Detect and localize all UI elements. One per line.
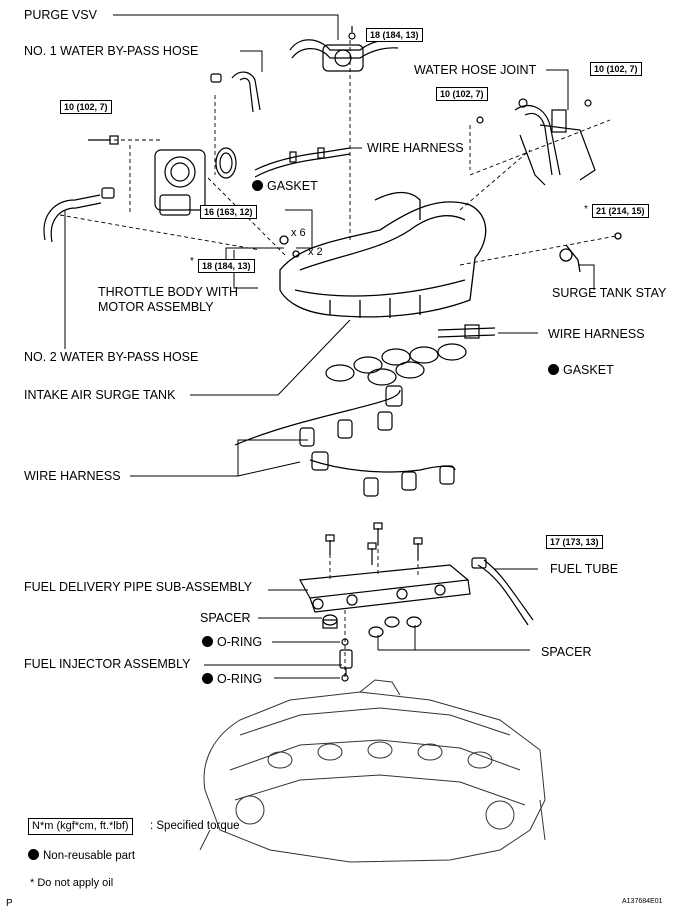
spacers-injector-part [322, 614, 422, 682]
fuel-delivery-pipe-part [299, 522, 471, 613]
legend-torque-unit-box: N*m (kgf*cm, ft.*lbf) [28, 818, 133, 835]
label-gasket-throttle: GASKET [252, 179, 318, 193]
label-o-ring-2: O-RING [202, 672, 262, 686]
no1-water-bypass-hose-part [210, 71, 261, 113]
water-hose-joint-part [476, 98, 596, 186]
throttle-body-part [88, 135, 237, 216]
label-fuel-injector-assembly: FUEL INJECTOR ASSEMBLY [24, 657, 191, 671]
label-water-hose-joint: WATER HOSE JOINT [414, 63, 537, 77]
purge-vsv-part [289, 26, 399, 72]
label-spacer-2: SPACER [541, 645, 592, 659]
wire-harness-upper-part [254, 147, 351, 178]
torque-surge-tank-bolt: 16 (163, 12) [200, 205, 257, 219]
wire-harness-injector-part [234, 385, 456, 497]
leader-lines [64, 14, 595, 679]
label-o-ring-2-text: O-RING [217, 672, 263, 686]
label-gasket-intake: GASKET [548, 363, 614, 377]
figure-id: A137684E01 [622, 898, 663, 905]
legend-no-oil: * Do not apply oil [30, 877, 114, 889]
label-wire-harness-upper: WIRE HARNESS [367, 141, 464, 155]
no-oil-star-mark: * [190, 256, 194, 267]
legend-nonreusable: Non-reusable part [28, 849, 135, 863]
nonreusable-dot-icon [252, 180, 263, 191]
label-intake-air-surge-tank: INTAKE AIR SURGE TANK [24, 388, 176, 402]
label-spacer-1: SPACER [200, 611, 251, 625]
label-throttle-body-line1: THROTTLE BODY WITH [98, 285, 239, 299]
label-wire-harness-lower: WIRE HARNESS [24, 469, 121, 483]
label-purge-vsv: PURGE VSV [24, 8, 97, 22]
legend-torque-desc: : Specified torque [150, 820, 240, 832]
torque-purge-vsv: 18 (184, 13) [366, 28, 423, 42]
legend-nonreusable-text: Non-reusable part [43, 850, 136, 862]
no2-water-bypass-hose-part [43, 187, 115, 243]
label-fuel-delivery-pipe: FUEL DELIVERY PIPE SUB-ASSEMBLY [24, 580, 253, 594]
torque-water-hose-joint-left: 10 (102, 7) [436, 87, 488, 101]
fuel-tube-part [471, 557, 534, 626]
label-throttle-body-line2: MOTOR ASSEMBLY [98, 300, 214, 314]
label-o-ring-1-text: O-RING [217, 635, 263, 649]
torque-water-hose-joint-right: 10 (102, 7) [590, 62, 642, 76]
wire-harness-middle-part [437, 324, 496, 339]
label-no1-water-bypass-hose: NO. 1 WATER BY-PASS HOSE [24, 44, 199, 58]
label-surge-tank-stay: SURGE TANK STAY [552, 286, 667, 300]
label-no2-water-bypass-hose: NO. 2 WATER BY-PASS HOSE [24, 350, 199, 364]
intake-air-surge-tank-part [279, 191, 622, 318]
label-gasket-throttle-text: GASKET [267, 179, 318, 193]
label-fuel-tube: FUEL TUBE [550, 562, 619, 576]
torque-surge-tank-stay: 21 (214, 15) [592, 204, 649, 218]
torque-throttle-body-nut: 18 (184, 13) [198, 259, 255, 273]
label-o-ring-1: O-RING [202, 635, 262, 649]
torque-throttle-body-bolt: 10 (102, 7) [60, 100, 112, 114]
torque-fuel-delivery-pipe: 17 (173, 13) [546, 535, 603, 549]
page-letter: P [6, 898, 13, 909]
engine-block-part [199, 679, 546, 863]
label-wire-harness-middle: WIRE HARNESS [548, 327, 645, 341]
nonreusable-dot-icon [202, 636, 213, 647]
intake-gasket-part [325, 343, 467, 386]
no-oil-star-mark: * [584, 204, 588, 215]
nonreusable-dot-icon [548, 364, 559, 375]
nonreusable-dot-icon [28, 849, 39, 860]
quantity-x2: x 2 [308, 246, 323, 258]
label-gasket-intake-text: GASKET [563, 363, 614, 377]
quantity-x6: x 6 [291, 227, 306, 239]
nonreusable-dot-icon [202, 673, 213, 684]
